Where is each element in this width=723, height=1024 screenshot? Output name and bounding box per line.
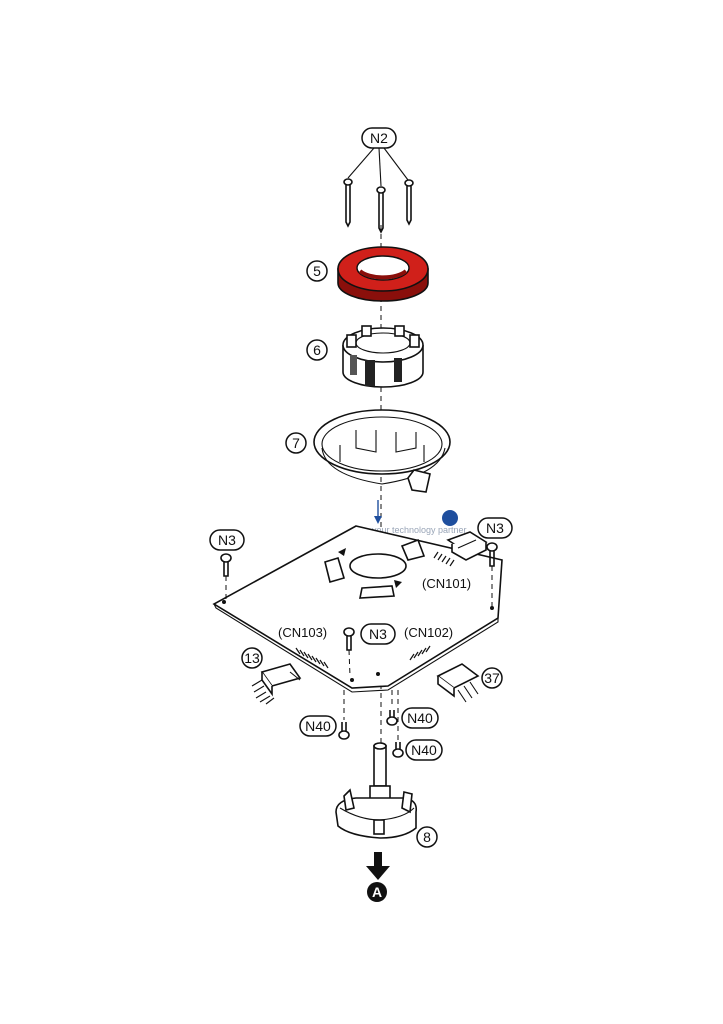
part-7-label: 7 (292, 435, 300, 451)
part-5-label: 5 (313, 263, 321, 279)
n40-right-top-label: N40 (407, 710, 433, 726)
watermark: your technology partner (372, 500, 467, 535)
n40-screw-right-bottom: N40 (392, 690, 443, 761)
watermark-logo-icon (442, 510, 458, 526)
circuit-board: (CN101) (CN103) (CN102) (212, 525, 503, 693)
arrow-a-reference: A (366, 852, 390, 902)
n40-screw-right-top: N40 (386, 690, 439, 729)
n2-screws: N2 (343, 127, 414, 234)
n2-label: N2 (370, 130, 388, 146)
part-37-label: 37 (484, 670, 500, 686)
n40-right-bottom-label: N40 (411, 742, 437, 758)
part-37-connector: 37 (436, 663, 503, 703)
part-5-ring-highlighted: 5 (306, 246, 429, 302)
n3-right-label: N3 (486, 520, 504, 536)
n3-screw-right: N3 (477, 517, 513, 606)
part-8-label: 8 (423, 829, 431, 845)
part-8-shaft-base: 8 (335, 742, 438, 848)
cn102-label: (CN102) (404, 625, 453, 640)
watermark-text: your technology partner (372, 525, 467, 535)
n3-left-label: N3 (218, 532, 236, 548)
part-6-castellated-nut: 6 (306, 325, 424, 388)
n3-screw-center: N3 (343, 623, 396, 677)
part-13-connector: 13 (241, 647, 302, 705)
part-7-housing: 7 (285, 409, 451, 493)
n3-center-label: N3 (369, 626, 387, 642)
part-6-label: 6 (313, 342, 321, 358)
cn103-label: (CN103) (278, 625, 327, 640)
n40-left-label: N40 (305, 718, 331, 734)
board-connector-part (446, 531, 488, 561)
arrow-a-label: A (372, 884, 382, 900)
part-13-label: 13 (244, 650, 260, 666)
n3-screw-left: N3 (209, 529, 245, 600)
n40-screw-left: N40 (299, 690, 350, 740)
cn101-label: (CN101) (422, 576, 471, 591)
down-arrow-icon (366, 866, 390, 880)
